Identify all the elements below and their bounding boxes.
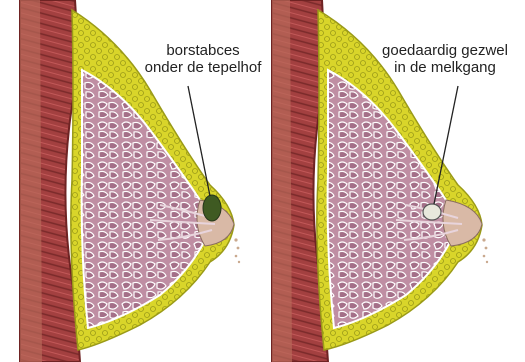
- duct-tumor-marker: [423, 204, 441, 220]
- milk-drops-right: [482, 238, 488, 263]
- label-breast-abscess: borstabces onder de tepelhof: [138, 42, 268, 76]
- label-right-line-2: in de melkgang: [365, 59, 525, 76]
- rib-band-left: [20, 0, 42, 362]
- label-left-line-1: borstabces: [138, 42, 268, 59]
- milk-drops-left: [234, 238, 240, 263]
- label-left-line-2: onder de tepelhof: [138, 59, 268, 76]
- abscess-marker: [203, 195, 221, 221]
- rib-band-right: [272, 0, 292, 362]
- label-right-line-1: goedaardig gezwel: [365, 42, 525, 59]
- label-duct-tumor: goedaardig gezwel in de melkgang: [365, 42, 525, 76]
